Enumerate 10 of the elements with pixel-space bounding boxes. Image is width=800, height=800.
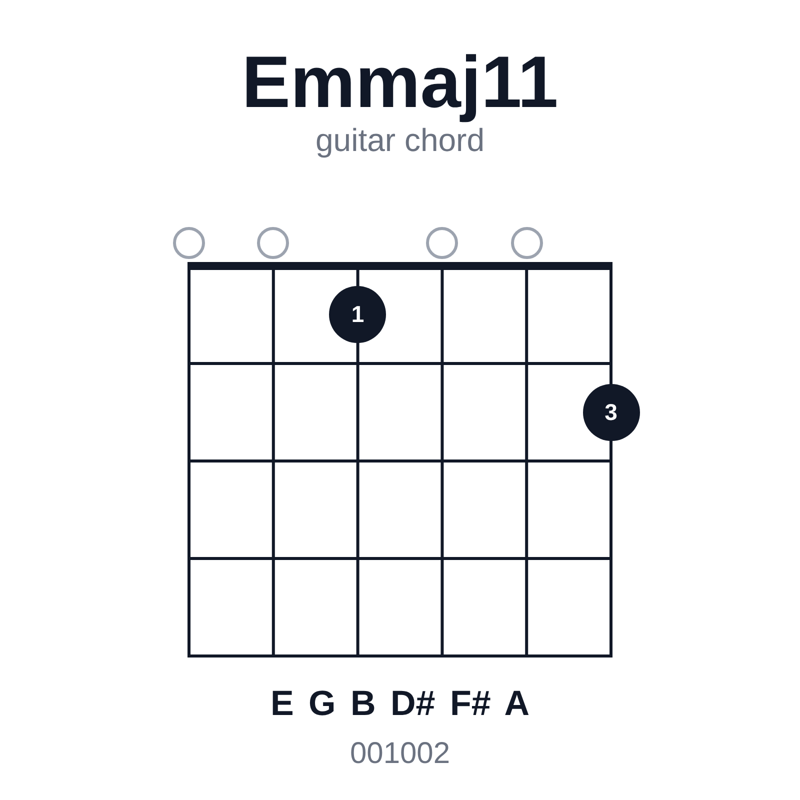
open-string-marker: [426, 227, 458, 259]
chord-title: Emmaj11: [242, 41, 558, 125]
finger-dot: 1: [329, 286, 386, 344]
open-string-marker: [173, 227, 205, 259]
fret-code: 001002: [350, 737, 450, 772]
open-string-marker: [510, 227, 543, 259]
open-string-marker: [257, 227, 290, 259]
chord-subtitle: guitar chord: [316, 122, 484, 159]
finger-dot: 3: [582, 384, 640, 441]
chord-notes: E G B D# F# A: [270, 684, 530, 724]
